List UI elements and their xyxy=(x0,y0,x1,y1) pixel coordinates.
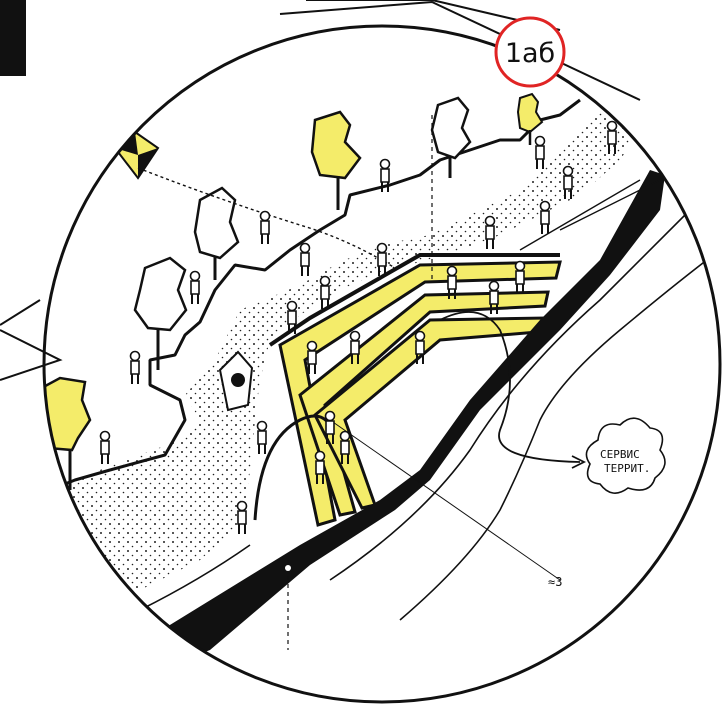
cloud-note-line2: ТЕРРИТ. xyxy=(604,462,650,475)
section-badge: 1аб xyxy=(496,18,564,86)
frame-corner xyxy=(0,0,26,76)
tree-icon xyxy=(195,188,238,280)
tree-icon xyxy=(135,258,186,370)
cloud-note-line1: СЕРВИС xyxy=(600,448,640,461)
tree-icon xyxy=(432,98,470,178)
footnote-label: ≈3 xyxy=(548,575,562,589)
badge-label: 1аб xyxy=(505,38,555,69)
